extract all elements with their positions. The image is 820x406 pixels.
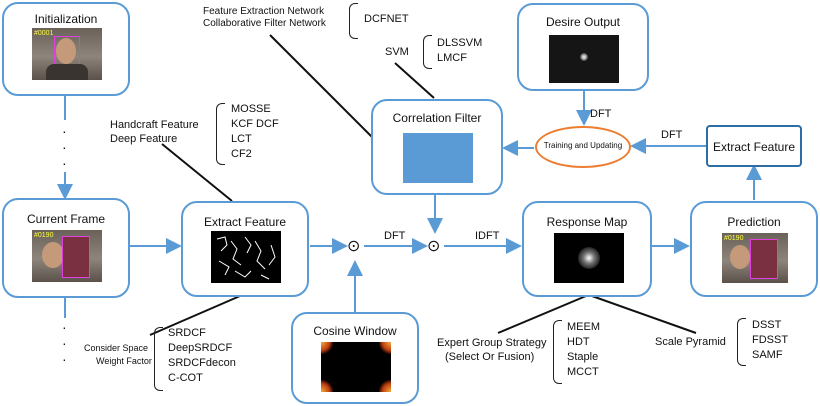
- training-updating-label: Training and Updating: [543, 141, 623, 150]
- response-map-box: Response Map: [522, 201, 652, 297]
- response-map-title: Response Map: [546, 215, 628, 229]
- pointer-handcraft: [161, 143, 233, 202]
- label-dft-right: DFT: [661, 129, 683, 141]
- initialization-title: Initialization: [34, 12, 98, 26]
- label-dft-left: DFT: [384, 230, 406, 242]
- elementwise-operator-left: ⊙: [347, 238, 361, 255]
- cosine-window-image: [321, 342, 391, 392]
- extract-feature-right-box: Extract Feature: [706, 125, 802, 167]
- svm-label: SVM: [385, 46, 409, 58]
- elementwise-operator-right: ⊙: [427, 238, 441, 255]
- handcraft-feature-label: Handcraft Feature: [110, 119, 199, 131]
- correlation-filter-box: Correlation Filter: [371, 99, 503, 195]
- training-updating-ellipse: Training and Updating: [535, 126, 631, 168]
- method-srdcfdecon: SRDCFdecon: [168, 357, 236, 369]
- label-idft: IDFT: [475, 230, 500, 242]
- initialization-frame-image: #0001: [32, 28, 102, 80]
- ellipsis-top-3: ·: [62, 155, 67, 171]
- edge-feature-sketch: [216, 236, 276, 280]
- pointer-svm: [394, 62, 435, 99]
- pointer-consider: [149, 295, 241, 336]
- ellipsis-bottom-3: ·: [62, 351, 67, 367]
- extract-feature-right-title: Extract Feature: [712, 140, 796, 154]
- prediction-frame-number: #0190: [724, 235, 744, 242]
- pointer-network: [269, 34, 376, 141]
- feature-extraction-network-label: Feature Extraction Network: [203, 6, 325, 17]
- extract-feature-left-box: Extract Feature: [181, 201, 309, 297]
- method-dlssvm: DLSSVM: [437, 37, 483, 49]
- method-samf: SAMF: [752, 349, 783, 361]
- collaborative-filter-network-label: Collaborative Filter Network: [203, 18, 326, 29]
- method-c-cot: C-COT: [168, 372, 203, 384]
- handcraft-brace: [216, 103, 225, 165]
- weight-factor-label: Weight Factor: [96, 356, 152, 366]
- svm-brace: [423, 35, 432, 69]
- desire-output-box: Desire Output: [517, 3, 649, 91]
- method-dcfnet: DCFNET: [364, 13, 409, 25]
- expert-group-label: Expert Group Strategy: [437, 337, 547, 349]
- initialization-box: Initialization #0001: [2, 2, 130, 96]
- prediction-title: Prediction: [727, 215, 781, 229]
- response-map-image: [554, 233, 624, 283]
- ellipsis-bottom-1: ·: [62, 319, 67, 335]
- current-frame-title: Current Frame: [26, 212, 106, 226]
- method-lct: LCT: [231, 133, 252, 145]
- method-lmcf: LMCF: [437, 52, 467, 64]
- method-meem: MEEM: [567, 321, 600, 333]
- label-dft-desire: DFT: [590, 108, 612, 120]
- cosine-window-title: Cosine Window: [313, 324, 397, 338]
- current-frame-box: Current Frame #0190: [2, 198, 130, 298]
- consider-brace: [154, 327, 163, 391]
- method-deepsrdcf: DeepSRDCF: [168, 342, 233, 354]
- method-mosse: MOSSE: [231, 103, 271, 115]
- prediction-frame-image: #0190: [722, 233, 788, 283]
- extract-feature-left-title: Extract Feature: [203, 215, 287, 229]
- consider-space-label: Consider Space: [84, 343, 149, 353]
- network-brace: [349, 3, 358, 39]
- method-mcct: MCCT: [567, 366, 599, 378]
- expert-brace: [553, 320, 562, 384]
- deep-feature-label: Deep Feature: [110, 133, 178, 145]
- current-frame-image: #0190: [32, 230, 102, 282]
- pointer-scale: [591, 295, 697, 334]
- pointer-expert: [497, 295, 587, 334]
- scale-pyramid-label: Scale Pyramid: [655, 336, 726, 348]
- select-or-fusion-label: (Select Or Fusion): [445, 351, 535, 363]
- cosine-window-box: Cosine Window: [291, 312, 419, 404]
- method-srdcf: SRDCF: [168, 327, 206, 339]
- method-cf2: CF2: [231, 148, 252, 160]
- method-dsst: DSST: [752, 319, 782, 331]
- filter-blue-square: [403, 133, 473, 183]
- method-fdsst: FDSST: [752, 334, 789, 346]
- ellipsis-top-2: ·: [62, 139, 67, 155]
- current-frame-number: #0190: [34, 232, 54, 239]
- desire-output-title: Desire Output: [545, 15, 621, 29]
- scale-brace: [737, 318, 746, 366]
- method-staple: Staple: [567, 351, 599, 363]
- correlation-filter-title: Correlation Filter: [392, 111, 482, 125]
- desire-output-image: [549, 35, 619, 83]
- method-hdt: HDT: [567, 336, 590, 348]
- method-kcf-dcf: KCF DCF: [231, 118, 279, 130]
- edge-feature-image: [211, 231, 281, 283]
- ellipsis-top-1: ·: [62, 123, 67, 139]
- init-frame-number: #0001: [34, 30, 54, 37]
- ellipsis-bottom-2: ·: [62, 335, 67, 351]
- prediction-box: Prediction #0190: [690, 201, 818, 297]
